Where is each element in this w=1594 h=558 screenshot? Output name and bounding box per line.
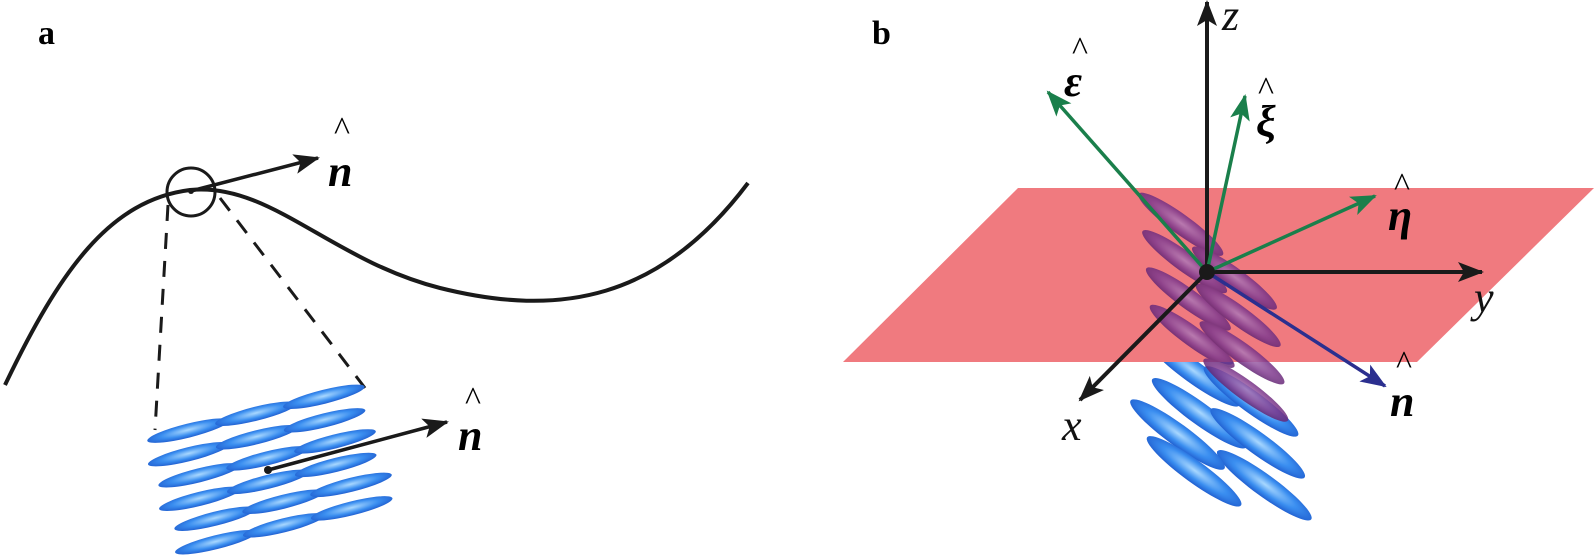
svg-text:ξ: ξ (1256, 97, 1276, 146)
director-arrow-b (1206, 270, 1387, 388)
eta-label: ^ η (1388, 167, 1412, 240)
panel-a: a ^ n (3, 15, 750, 555)
x-axis-label: x (1061, 401, 1082, 450)
eta-vector-arrow (1206, 194, 1377, 274)
z-axis-label: z (1221, 0, 1239, 40)
svg-text:η: η (1388, 191, 1412, 240)
epsilon-vector-arrow (1046, 90, 1209, 274)
svg-text:^: ^ (334, 111, 350, 148)
inset-director-arrow (267, 418, 449, 472)
zoom-line-right (218, 197, 367, 389)
svg-text:^: ^ (1072, 31, 1088, 68)
svg-text:^: ^ (1394, 167, 1410, 204)
x-axis-arrow (1078, 270, 1209, 402)
svg-text:^: ^ (1396, 345, 1412, 382)
magnifier-circle (165, 166, 217, 218)
svg-text:^: ^ (1258, 71, 1274, 108)
xi-label: ^ ξ (1256, 71, 1276, 146)
svg-text:ε: ε (1064, 57, 1082, 106)
director-label-b: ^ n (1390, 345, 1414, 426)
tangent-director-arrow (190, 154, 320, 193)
y-axis-label: y (1470, 273, 1494, 322)
svg-text:n: n (458, 411, 482, 460)
molecule-ellipsoids-inset (147, 384, 393, 555)
origin-dot (1199, 264, 1215, 280)
tangent-point-dot (188, 188, 194, 194)
panel-letter-b: b (872, 15, 891, 52)
director-label-a: ^ n (328, 111, 352, 196)
svg-text:n: n (328, 147, 352, 196)
zoom-line-left (153, 204, 170, 431)
svg-text:^: ^ (465, 381, 481, 418)
panel-b: b (843, 0, 1594, 521)
svg-text:n: n (1390, 377, 1414, 426)
director-label-a-inset: ^ n (458, 381, 482, 460)
epsilon-label: ^ ε (1064, 31, 1088, 106)
xi-vector-arrow (1205, 94, 1250, 273)
inset-center-dot (264, 466, 272, 474)
panel-letter-a: a (38, 15, 55, 52)
director-field-curve (3, 181, 750, 386)
